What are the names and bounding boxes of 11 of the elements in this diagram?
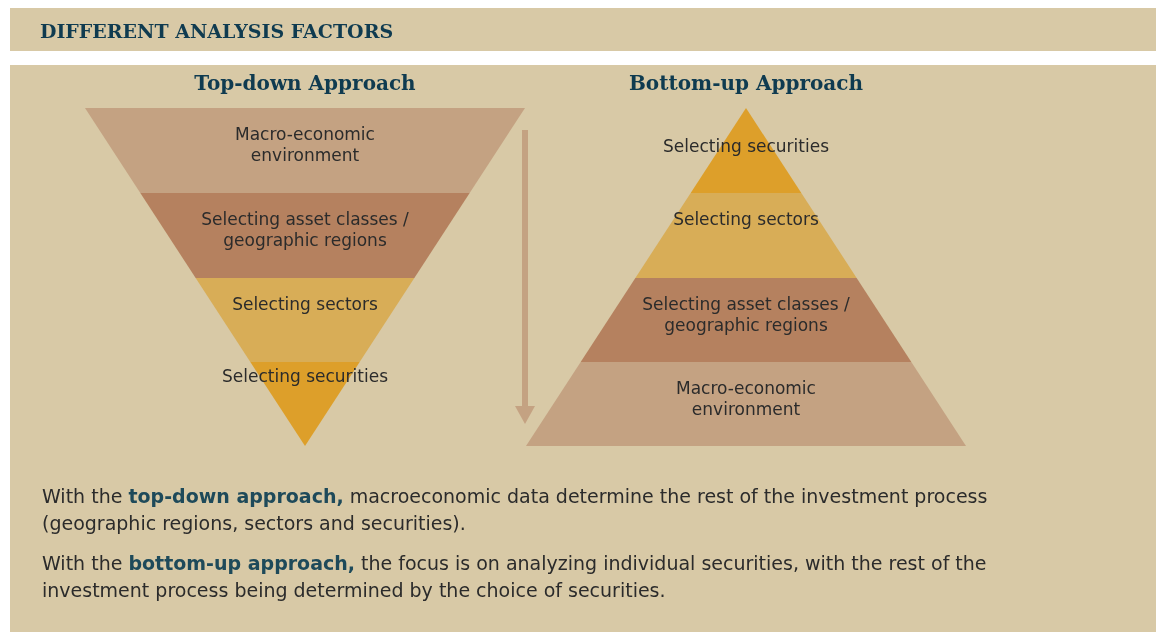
pyramid-heading: Top-down Approach [194, 71, 416, 95]
layer-label: Selecting sectors [232, 294, 378, 315]
layer-label: Selecting sectors [673, 209, 819, 230]
body-paragraph: With the top-down approach, macroeconomic data determine the rest of the investment process (geographic regions, sectors and securities). [42, 484, 989, 536]
pyramid-heading: Bottom-up Approach [628, 71, 864, 95]
layer-label: Selecting asset classes / geographic regions [641, 294, 851, 336]
title: DIFFERENT ANALYSIS FACTORS [40, 20, 394, 42]
layer-label: Selecting asset classes / geographic regions [200, 209, 410, 251]
layer-label: Macro-economic environment [234, 124, 376, 166]
layer-label: Macro-economic environment [675, 378, 817, 420]
body-paragraph: With the bottom-up approach, the focus is on analyzing individual securities, with the rest of the investment process being determined by the choice of securities. [42, 551, 988, 603]
